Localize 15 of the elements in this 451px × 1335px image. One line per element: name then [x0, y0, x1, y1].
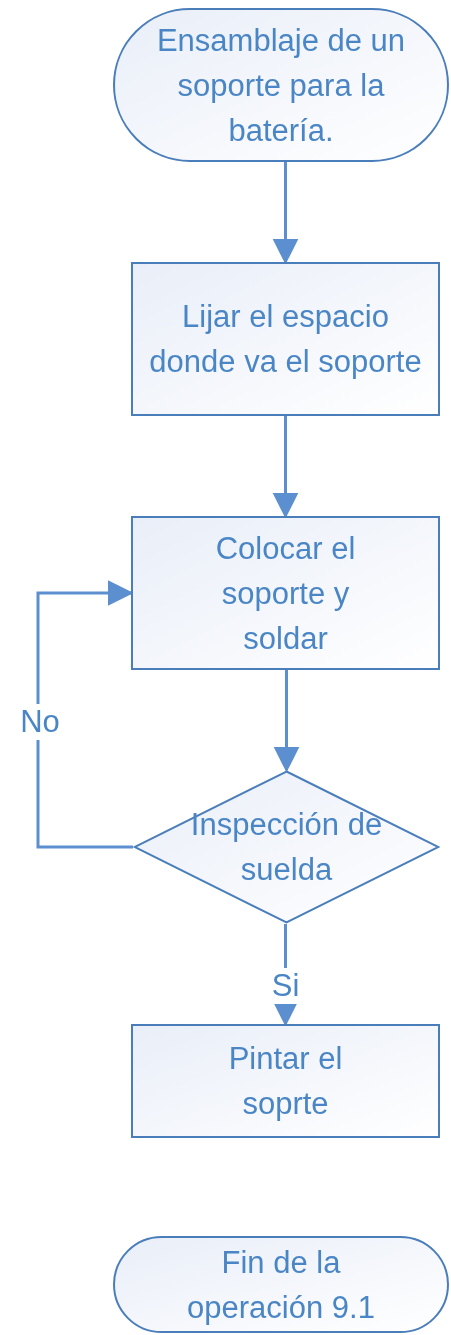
node-text: Lijar el espacio donde va el soporte [148, 298, 423, 381]
arrow [272, 162, 299, 265]
process-box [131, 1024, 440, 1138]
decision-diamond [133, 770, 440, 924]
edge-label: Si [269, 968, 302, 1004]
node-text: Ensamblaje de un soporte para la batería. [155, 21, 407, 150]
node-text: Colocar el soporte y soldar [214, 529, 357, 658]
arrow [36, 580, 134, 849]
process-box [131, 516, 440, 670]
arrow [272, 416, 299, 519]
node-text: Pintar el soprte [227, 1040, 344, 1123]
node-text: Fin de la operación 9.1 [186, 1243, 376, 1327]
node-text: Inspección de suelda [189, 806, 384, 889]
arrow [273, 670, 300, 773]
process-box [131, 262, 440, 416]
